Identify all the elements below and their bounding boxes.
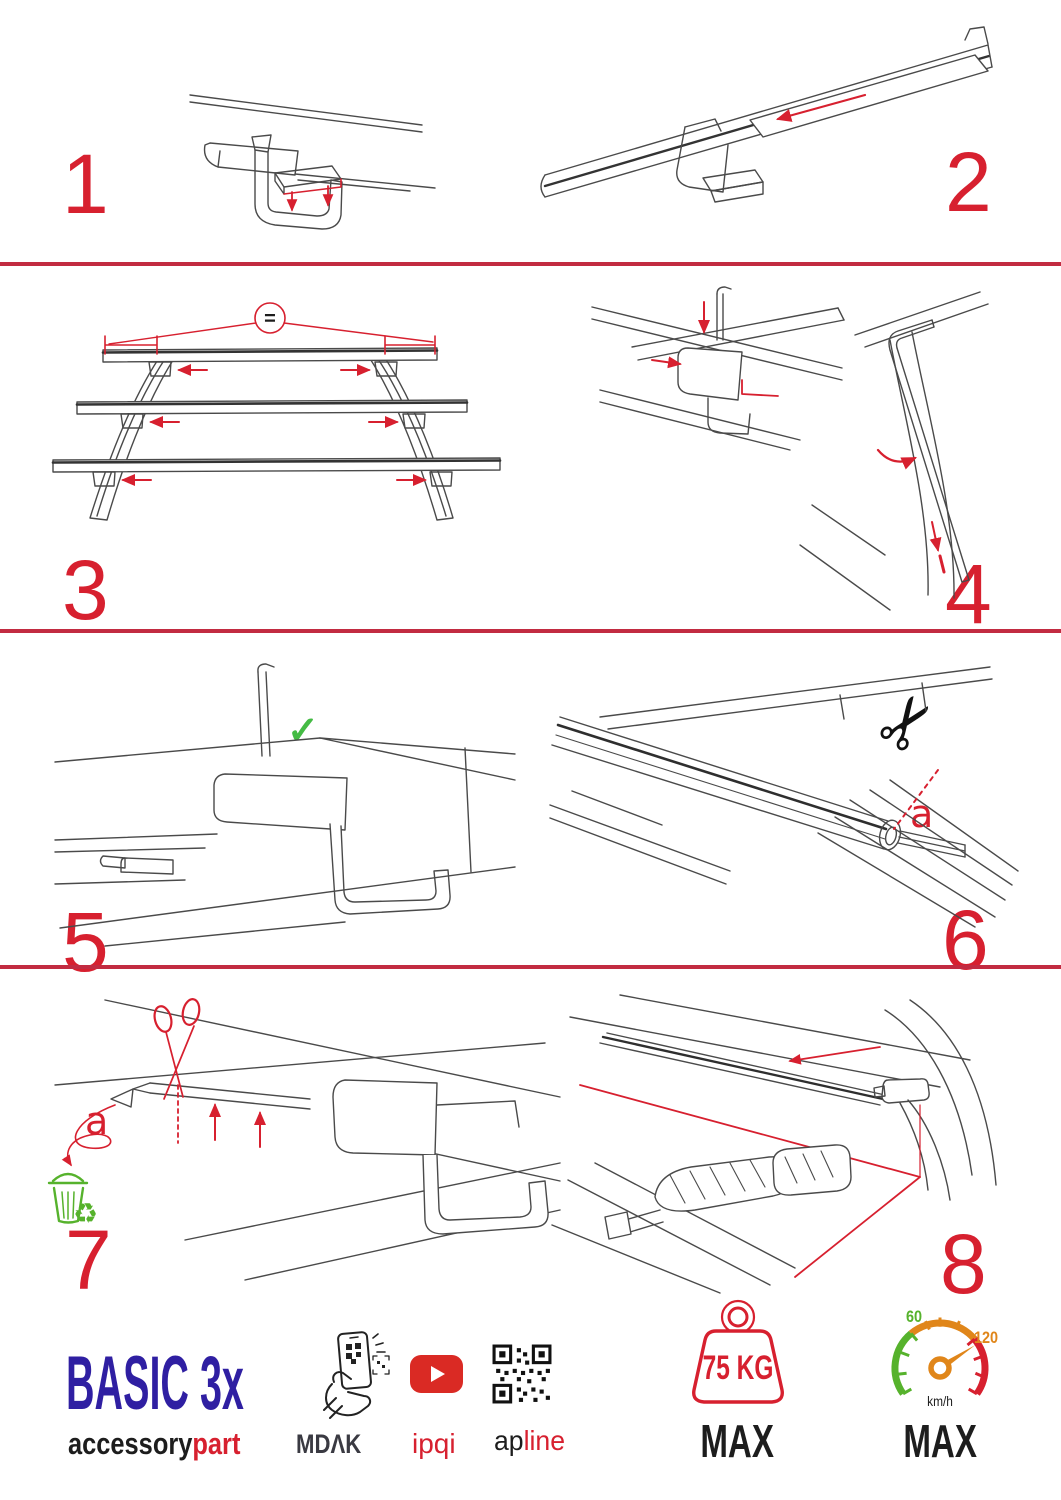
- check-icon: ✓: [287, 710, 319, 752]
- product-name: BASIC 3x: [66, 1341, 244, 1426]
- step-2-drawing: [540, 26, 993, 203]
- speedometer-icon: 60 120 km/h: [891, 1308, 998, 1409]
- step-1-drawing: [189, 94, 436, 230]
- divider-3: [0, 965, 1061, 969]
- step-5-drawing: [54, 663, 516, 947]
- svg-text:=: =: [264, 308, 276, 330]
- step-number-5: 5: [62, 895, 109, 989]
- step-8-drawing: [551, 994, 997, 1294]
- svg-text:120: 120: [974, 1329, 998, 1347]
- divider-2: [0, 629, 1061, 633]
- step-number-1: 1: [62, 137, 109, 231]
- step-6-drawing: [549, 666, 1019, 928]
- step-number-3: 3: [62, 543, 109, 637]
- speed-max-label: MAX: [903, 1415, 977, 1467]
- svg-text:75 KG: 75 KG: [703, 1349, 774, 1387]
- divider-1: [0, 262, 1061, 266]
- step-number-2: 2: [945, 135, 992, 229]
- brand-red: part: [192, 1426, 241, 1461]
- ipqi-label: ipqi: [412, 1428, 456, 1459]
- youtube-icon: [410, 1355, 463, 1393]
- a-label-7: a: [85, 1099, 109, 1143]
- weight-max-label: MAX: [700, 1415, 774, 1467]
- weight-icon: 75 KG: [692, 1299, 784, 1404]
- qr-code: [492, 1344, 552, 1404]
- recycle-icon: ♻: [73, 1198, 98, 1229]
- brand-line: accessorypart: [68, 1428, 278, 1459]
- brand-black: accessory: [68, 1426, 193, 1461]
- mdak-label: MDΛK: [296, 1429, 362, 1459]
- step-3-drawing: =: [51, 302, 502, 521]
- a-label-6: a: [910, 792, 934, 836]
- step-4-drawing: [591, 286, 989, 611]
- step-7-drawing: ♻: [47, 998, 561, 1281]
- svg-text:60: 60: [906, 1308, 922, 1326]
- apline-label: apline: [494, 1425, 566, 1456]
- step-number-7: 7: [65, 1213, 112, 1307]
- step-number-8: 8: [940, 1217, 987, 1311]
- phone-qr-icon: [323, 1331, 390, 1419]
- svg-text:km/h: km/h: [927, 1393, 953, 1409]
